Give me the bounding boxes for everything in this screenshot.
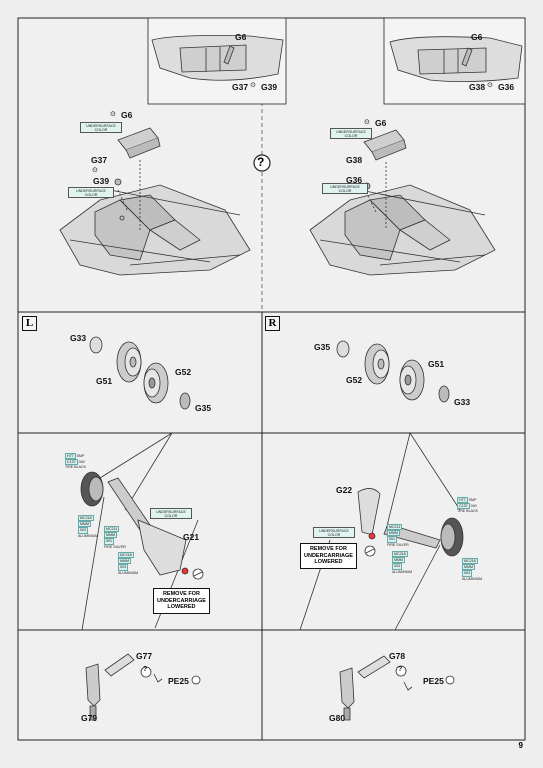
right-bay-drawing — [309, 129, 496, 276]
left-g33-label: G33 — [70, 333, 87, 343]
question-circle — [253, 154, 271, 172]
right-gear-drawing — [299, 432, 464, 631]
left-g6-label: G6 — [121, 110, 133, 120]
right-remove-note: REMOVE FOR UNDERCARRIAGE LOWERED — [300, 543, 357, 569]
right-fire-paint: MC211 MMM 001 FIRE SILVER — [387, 524, 409, 547]
left-g77-label: G77 — [136, 651, 153, 661]
inset-left-ref-to-label: G39 — [261, 82, 278, 92]
left-pe25-label: PE25 — [168, 676, 189, 686]
left-fire-paint: MC211 MMM 001 FIRE SILVER — [104, 526, 126, 549]
right-g52-label: G52 — [346, 375, 363, 385]
left-gear-drawing — [80, 432, 204, 631]
left-g39-label: G39 — [93, 176, 110, 186]
page-frame — [17, 17, 526, 741]
right-wheel-parts — [336, 340, 450, 403]
inset-right-ref-label: G38 — [469, 82, 486, 92]
right-color-label-1: UNDERSURFACE COLOR — [330, 128, 372, 139]
right-alu2-paint: MC218 MMM 003 ALUMINIUM — [462, 558, 483, 581]
left-leg-drawing — [85, 653, 201, 721]
right-alu1-paint: MC218 MMM 003 ALUMINIUM — [392, 551, 413, 574]
arrow-circle-icon: ⊙ — [92, 167, 98, 174]
question-mark: ? — [257, 155, 265, 169]
inset-left-g6-label: G6 — [235, 32, 247, 42]
left-remove-note: REMOVE FOR UNDERCARRIAGE LOWERED — [153, 588, 210, 614]
left-g35-label: G35 — [195, 403, 212, 413]
left-wheel-parts — [89, 336, 191, 410]
left-question: ? — [143, 666, 148, 673]
inset-right-g6-label: G6 — [471, 32, 483, 42]
left-g37-label: G37 — [91, 155, 108, 165]
left-alu1-paint: MC218 MMM 003 ALUMINIUM — [78, 515, 99, 538]
right-side-marker: R — [265, 316, 280, 331]
arrow-circle-icon: ⊙ — [487, 82, 493, 89]
left-side-marker: L — [22, 316, 37, 331]
page-number: 9 — [518, 741, 523, 750]
right-pe25-label: PE25 — [423, 676, 444, 686]
arrow-circle-icon: ⊙ — [250, 82, 256, 89]
left-bay-drawing — [59, 127, 251, 276]
left-g79-label: G79 — [81, 713, 98, 723]
right-tire-paint: H77 SMP C137 040 TIRE BLACK — [457, 497, 478, 514]
arrow-circle-icon: ⊙ — [110, 111, 116, 118]
right-g36-label: G36 — [346, 175, 363, 185]
inset-left-panel-drawing — [151, 35, 284, 81]
inset-left-ref-label: G37 — [232, 82, 249, 92]
left-g51-label: G51 — [96, 376, 113, 386]
right-g38-label: G38 — [346, 155, 363, 165]
left-alu2-paint: MC218 MMM 003 ALUMINIUM — [118, 552, 139, 575]
inset-right-ref-to-label: G36 — [498, 82, 515, 92]
left-g52-label: G52 — [175, 367, 192, 377]
left-color-label-2: UNDERSURFACE COLOR — [68, 187, 114, 198]
left-color-label-1: UNDERSURFACE COLOR — [80, 122, 122, 133]
right-leg-drawing — [339, 655, 455, 721]
arrow-circle-icon: ⊙ — [364, 119, 370, 126]
left-gear-color-label: UNDERSURFACE COLOR — [150, 508, 192, 519]
right-g78-label: G78 — [389, 651, 406, 661]
right-g35-label: G35 — [314, 342, 331, 352]
right-gear-color-label: UNDERSURFACE COLOR — [313, 527, 355, 538]
right-g51-label: G51 — [428, 359, 445, 369]
left-tire-paint: H77 SMP C137 040 TIRE BLACK — [65, 453, 86, 470]
right-color-label-2: UNDERSURFACE COLOR — [322, 183, 368, 194]
inset-right-panel-drawing — [389, 36, 523, 82]
right-g22-label: G22 — [336, 485, 353, 495]
right-question: ? — [398, 666, 403, 673]
right-g6-label: G6 — [375, 118, 387, 128]
right-g80-label: G80 — [329, 713, 346, 723]
right-g33-label: G33 — [454, 397, 471, 407]
left-g21-label: G21 — [183, 532, 200, 542]
